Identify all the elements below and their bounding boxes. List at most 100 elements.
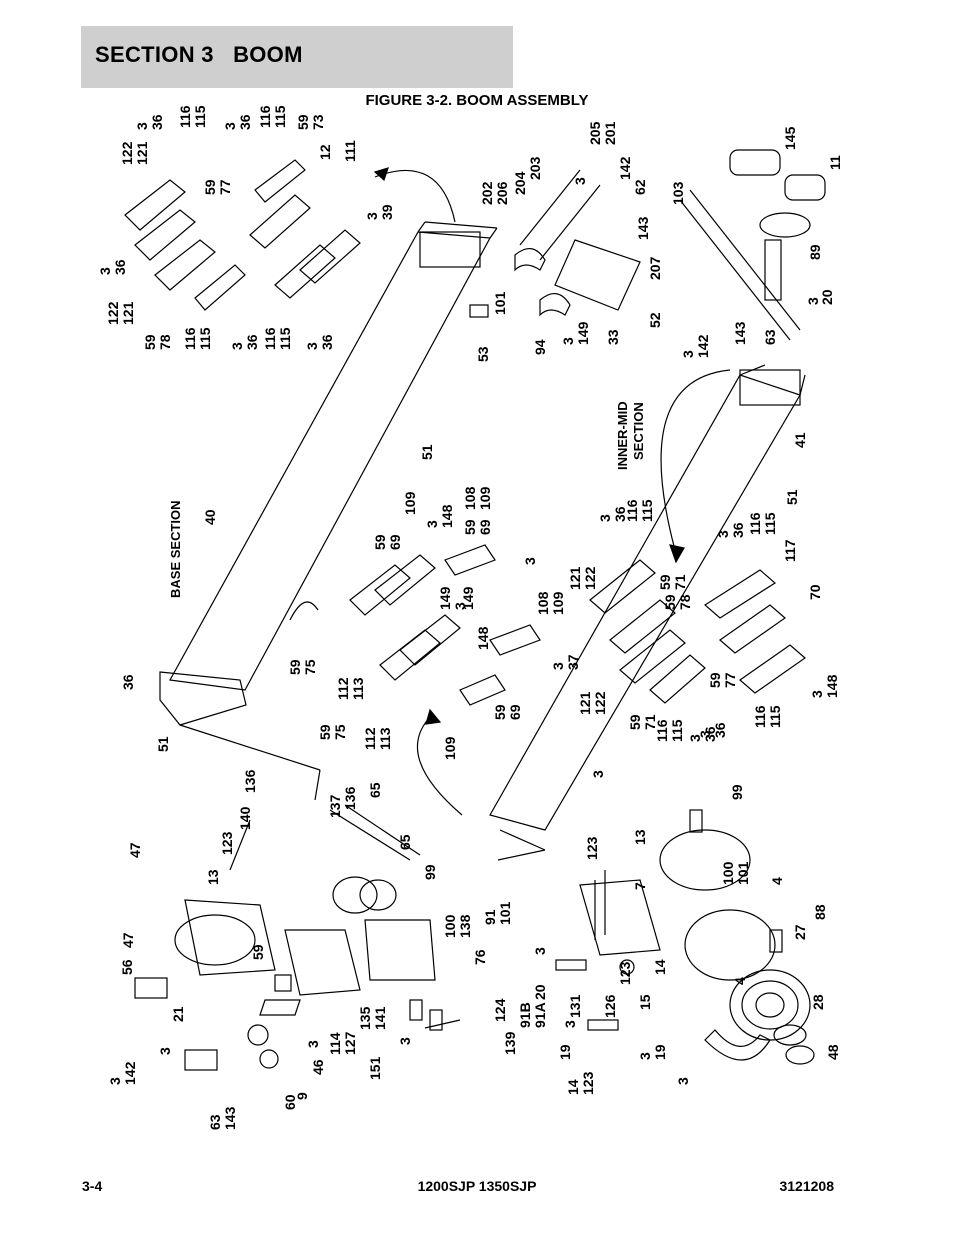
callout-number: 4: [732, 977, 748, 985]
callout-number: 3: [550, 662, 566, 670]
callout-number: 3: [97, 267, 113, 275]
callout-number: 3: [715, 530, 731, 538]
callout-number: 78: [157, 334, 173, 350]
callout-number: 149: [437, 586, 453, 610]
callout-number: 11: [827, 155, 843, 170]
section-title: SECTION 3 BOOM: [95, 42, 303, 67]
callout-number: 113: [350, 677, 366, 700]
callout-number: 63: [762, 329, 778, 345]
callout-number: 3: [452, 602, 468, 610]
callout-number: 135: [357, 1006, 373, 1030]
callout-number: 121: [567, 566, 583, 590]
callout-number: 9: [294, 1092, 310, 1100]
callout-number: 115: [192, 105, 208, 128]
callout-number: 123: [584, 836, 600, 860]
callout-number: 36: [702, 726, 718, 742]
callout-number: 36: [730, 522, 746, 538]
callout-number: 148: [475, 626, 491, 650]
callout-number: 77: [217, 179, 233, 195]
callout-number: 115: [762, 512, 778, 535]
callout-number: 56: [119, 959, 135, 975]
callout-number: 116: [257, 105, 273, 128]
callout-number: 113: [377, 727, 393, 750]
callout-number: 59: [317, 724, 333, 740]
callout-number: 3: [572, 177, 588, 185]
callout-number: 3: [562, 1020, 578, 1028]
callout-number: 13: [632, 829, 648, 845]
callout-number: 116: [654, 719, 670, 742]
callout-number: 139: [502, 1031, 518, 1055]
callout-number: 148: [824, 674, 840, 698]
callout-number: 48: [825, 1044, 841, 1060]
callout-number: 20: [819, 289, 835, 305]
callout-number: 41: [792, 432, 808, 448]
callout-number: 59: [627, 714, 643, 730]
callout-number: 143: [635, 216, 651, 240]
callout-number: 3: [697, 730, 713, 738]
callout-number: 3: [107, 1077, 123, 1085]
callout-number: 124: [492, 998, 508, 1022]
callout-number: 62: [632, 179, 648, 195]
callout-number: 205: [587, 121, 603, 145]
callout-number: 3: [229, 342, 245, 350]
callout-number: 116: [182, 327, 198, 350]
callout-number: 122: [105, 301, 121, 325]
callout-number: 138: [457, 914, 473, 938]
callout-number: 36: [244, 334, 260, 350]
callout-number: 137: [327, 794, 343, 818]
callout-number: 122: [119, 141, 135, 165]
callout-number: 115: [277, 327, 293, 350]
model-numbers: 1200SJP 1350SJP: [417, 1178, 537, 1194]
page-number: 3-4: [82, 1178, 103, 1194]
callout-number: 3: [637, 1052, 653, 1060]
callout-number: 71: [672, 574, 688, 590]
callout-number: 206: [494, 181, 510, 205]
callout-number: 149: [460, 586, 476, 610]
callout-number: 111: [342, 140, 358, 162]
callout-number: 3: [590, 770, 606, 778]
callout-number: 78: [677, 594, 693, 610]
callout-number: 4: [769, 877, 785, 885]
callout-number: 59: [295, 114, 311, 130]
figure-caption: FIGURE 3-2. BOOM ASSEMBLY: [365, 92, 589, 109]
callout-number: 207: [647, 256, 663, 280]
callout-number: 60: [282, 1094, 298, 1110]
callout-number: 117: [782, 539, 798, 562]
line-art: [124, 149, 826, 1071]
callout-number: 142: [695, 334, 711, 358]
callout-number: 203: [527, 156, 543, 180]
section-header-bar: SECTION 3 BOOM: [81, 26, 513, 88]
callout-number: 115: [767, 705, 783, 728]
callout-number: 77: [722, 672, 738, 688]
callout-number: 3: [597, 514, 613, 522]
callout-number: 3: [397, 1037, 413, 1045]
callout-number: 51: [784, 489, 800, 505]
section-label-inner-mid-2: SECTION: [631, 402, 646, 460]
callout-number: 115: [272, 105, 288, 128]
callout-number: 140: [237, 806, 253, 830]
callout-number: 39: [379, 204, 395, 220]
callout-number: 69: [477, 519, 493, 535]
callout-number: 136: [242, 769, 258, 793]
callout-number: 51: [419, 444, 435, 460]
callout-number: 143: [732, 321, 748, 345]
callout-number: 115: [669, 719, 685, 742]
callout-number: 3: [364, 212, 380, 220]
callout-number: 47: [127, 842, 143, 858]
callout-number: 3: [532, 947, 548, 955]
callout-number: 69: [387, 534, 403, 550]
document-number: 3121208: [779, 1178, 834, 1194]
callout-number: 91A: [532, 1002, 548, 1028]
callout-number: 3: [304, 342, 320, 350]
callout-number: 65: [397, 834, 413, 850]
callout-number: 65: [367, 782, 383, 798]
callout-number: 145: [782, 126, 798, 150]
callout-number: 3: [305, 1040, 321, 1048]
callout-number: 142: [617, 156, 633, 180]
callout-number: 7: [632, 882, 648, 890]
callout-number: 143: [222, 1106, 238, 1130]
callout-number: 71: [642, 714, 658, 730]
callout-number: 114: [327, 1032, 343, 1055]
callout-number: 123: [580, 1071, 596, 1095]
callout-number: 59: [492, 704, 508, 720]
